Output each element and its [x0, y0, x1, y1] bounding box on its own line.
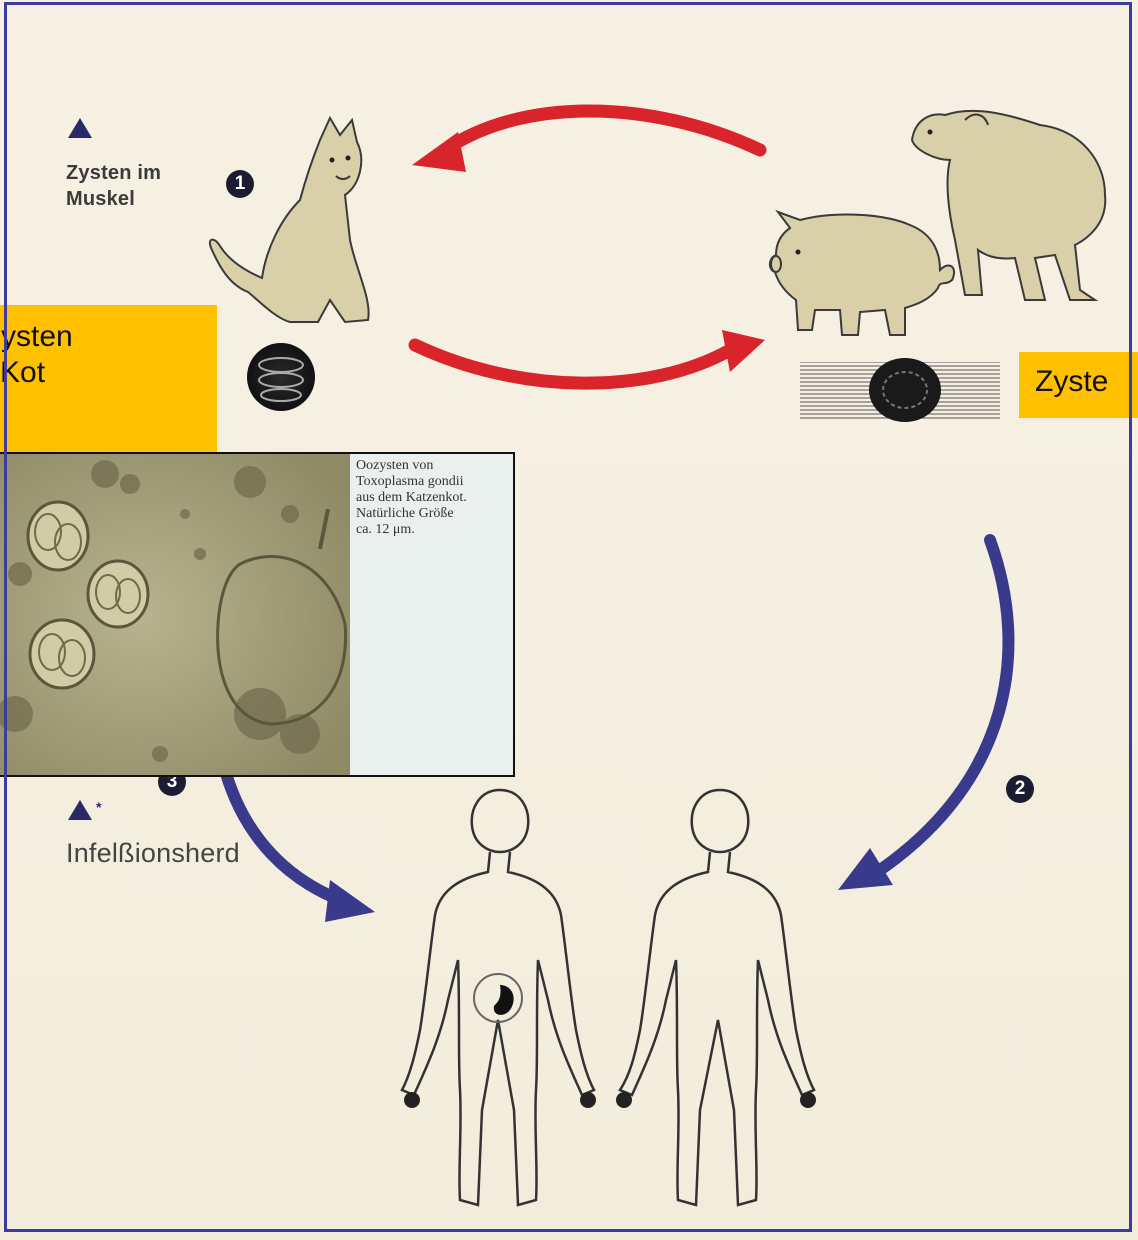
oocyst-drawing	[247, 343, 315, 411]
pig-illustration	[770, 212, 954, 335]
muscle-cyst-drawing	[800, 358, 1000, 422]
micrograph-panel: Oozysten von Toxoplasma gondii aus dem K…	[0, 452, 515, 777]
human-right-outline	[620, 790, 814, 1205]
cat-illustration	[210, 118, 369, 322]
label-infection-focus: Infelßionsherd	[66, 838, 240, 869]
micrograph-image	[0, 454, 350, 777]
human-left-outline	[402, 790, 594, 1205]
legend-triangle-star-icon	[68, 800, 92, 820]
left-hand-left	[404, 1092, 420, 1108]
infection-focus-organ	[494, 985, 514, 1015]
label-cysts-in-muscle: Zysten im Muskel	[66, 160, 216, 212]
right-hand-right	[800, 1092, 816, 1108]
blue-arrow-right	[838, 540, 1008, 890]
right-hand-left	[616, 1092, 632, 1108]
step-badge-1: 1	[226, 170, 254, 198]
callout-cysts: Zyste	[1019, 352, 1138, 418]
red-arrow-top	[412, 111, 760, 172]
micrograph-caption: Oozysten von Toxoplasma gondii aus dem K…	[356, 458, 512, 538]
blue-arrow-left	[225, 770, 375, 922]
callout-oocysts-feces: zysten Kot	[0, 305, 217, 455]
left-hand-right	[580, 1092, 596, 1108]
red-arrow-bottom	[415, 330, 765, 383]
legend-star: *	[96, 799, 102, 815]
legend-triangle-icon	[68, 118, 92, 138]
step-badge-2: 2	[1006, 775, 1034, 803]
